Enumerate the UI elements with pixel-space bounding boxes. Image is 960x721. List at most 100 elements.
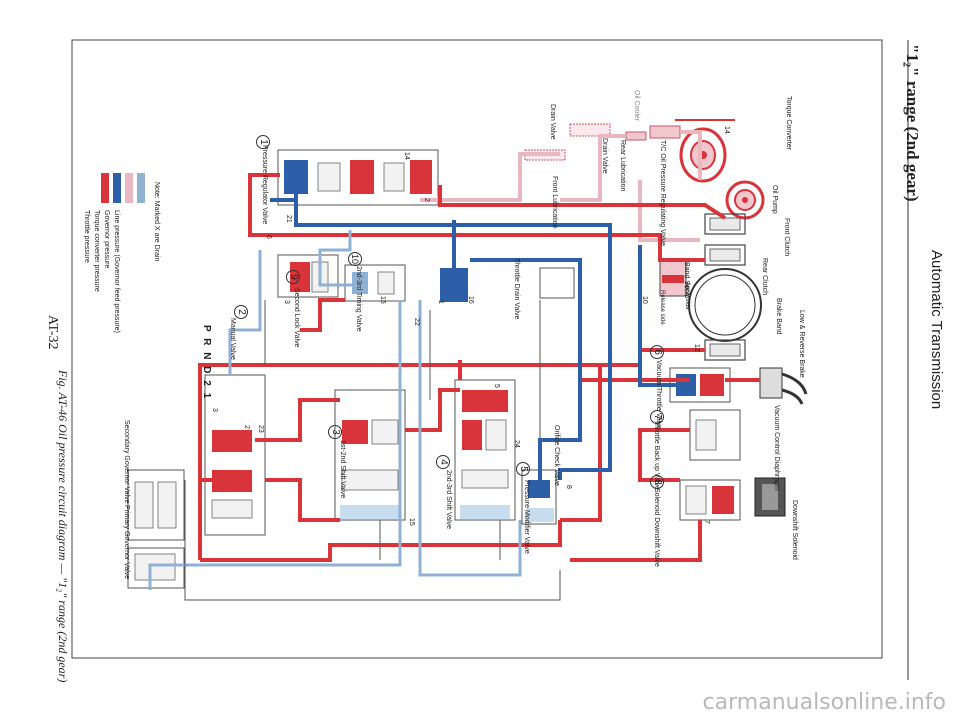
port-number: 15: [379, 296, 386, 304]
port-number: 16: [467, 296, 474, 304]
port-number: 22: [413, 318, 420, 326]
legend-swatch-line-pressure: [101, 173, 109, 203]
label-solenoid-downshift-valve: Solenoid Downshift Valve: [653, 488, 660, 567]
low-reverse-brake: [704, 339, 746, 361]
label-vacuum-control-diaphragm: Vacuum Control Diaphragm: [773, 405, 780, 491]
label-drain-valve-2: Drain Valve: [549, 104, 556, 140]
label-orifice-check-valve: Orifice Check Valve: [553, 425, 560, 486]
second-lock-valve: [277, 254, 339, 298]
port-number: 15: [408, 518, 415, 526]
valve-number-9: 9: [286, 270, 300, 284]
port-number: 1: [437, 300, 444, 304]
valve-number-6: 6: [650, 345, 664, 359]
solenoid-downshift-valve: [679, 479, 741, 521]
port-number: 14: [723, 126, 730, 134]
tc-regulating-valve: [625, 125, 681, 141]
valve-number-7: 7: [650, 410, 664, 424]
label-rear-clutch: Rear Clutch: [761, 258, 768, 295]
valve-number-8: 8: [650, 475, 664, 489]
legend-swatch-torque-converter: [125, 173, 133, 203]
label-shift-valve-1st-2nd: 1st-2nd Shift Valve: [339, 440, 346, 499]
port-number: 6: [265, 235, 272, 239]
label-timing-valve-2nd-3rd: 2nd-3rd Timing Valve: [355, 266, 362, 332]
label-tc-regulating-valve: T/C Oil Pressure Regulating Valve: [659, 140, 666, 247]
label-pressure-regulator-valve: Pressure Regulator Valve: [261, 145, 268, 225]
legend-label-line-pressure: Line pressure (Governor feed pressure): [113, 210, 120, 333]
label-oil-pump: Oil Pump: [771, 185, 778, 214]
label-pressure-modifier-valve: Pressure Modifier Valve: [523, 480, 530, 554]
rear-clutch: [704, 244, 746, 266]
legend-label-torque-converter: Torque converter pressure: [93, 210, 100, 292]
label-low-reverse-brake: Low & Reverse Brake: [798, 310, 805, 378]
label-second-lock-valve: Second Lock Valve: [293, 288, 300, 348]
label-rear-lubrication: Rear Lubrication: [619, 140, 626, 192]
port-number: 10: [641, 296, 648, 304]
valve-number-5: 5: [516, 462, 530, 476]
legend-swatch-throttle-pressure: [137, 173, 145, 203]
secondary-governor-valve: [127, 469, 185, 541]
port-number: 7: [703, 520, 710, 524]
passage-lines: [184, 300, 561, 601]
downshift-solenoid: [754, 477, 786, 517]
label-shift-valve-2nd-3rd: 2nd-3rd Shift Valve: [445, 470, 452, 530]
page-number: AT-32: [45, 315, 60, 350]
label-oil-cooler: Oil Cooler: [633, 90, 640, 122]
port-number: 3: [211, 408, 218, 412]
figure-caption: Fig. AT-46 Oil pressure circuit diagram …: [56, 370, 70, 683]
throttle-drain-valve: [440, 267, 575, 302]
port-number: 8: [565, 485, 572, 489]
label-front-lubrication: Front Lubrication: [551, 176, 558, 229]
vacuum-control-diaphragm: [759, 367, 808, 405]
port-number: 5: [493, 384, 500, 388]
diagram-frame: [71, 39, 883, 659]
vacuum-throttle-valve: [669, 367, 731, 403]
port-number: 2: [423, 198, 430, 202]
torque-converter-pressure-lines: [420, 130, 702, 242]
port-number: 12: [693, 344, 700, 352]
label-torque-converter: Torque Converter: [785, 96, 792, 151]
throttle-back-up-valve: [689, 409, 741, 461]
label-brake-band: Brake Band: [775, 298, 782, 335]
label-selector-positions: P R N D 2 1: [201, 325, 212, 401]
label-apply-side: Apply side: [684, 282, 690, 310]
legend-label-throttle-pressure: Throttle pressure: [83, 210, 90, 263]
label-throttle-drain-valve: Throttle Drain Valve: [513, 258, 520, 320]
valve-number-3: 3: [328, 425, 342, 439]
section-title: Automatic Transmission: [928, 250, 945, 410]
legend-label-governor-pressure: Governor pressure: [103, 210, 110, 269]
timing-valve-2nd-3rd: [344, 264, 406, 302]
valve-number-4: 4: [436, 455, 450, 469]
legend-note: Note: Marked X are Drain: [153, 182, 160, 262]
legend-swatch-governor-pressure: [113, 173, 121, 203]
primary-governor-valve: [127, 547, 185, 589]
shift-valve-2nd-3rd: [454, 379, 516, 521]
band-servo: [659, 259, 687, 297]
label-front-clutch: Front Clutch: [783, 218, 790, 257]
legend: [101, 173, 145, 203]
port-number: 23: [257, 425, 264, 433]
valve-number-10: 10: [348, 252, 362, 266]
port-number: 21: [285, 215, 292, 223]
port-number: 14: [403, 152, 410, 160]
throttle-pressure-lines: [148, 230, 522, 590]
label-primary-governor: Primary Governor Valve: [123, 505, 130, 580]
label-release-side: Release side: [659, 290, 665, 325]
watermark: carmanualsonline.info: [702, 690, 946, 715]
valve-number-2: 2: [234, 305, 248, 319]
brake-band: [688, 268, 762, 342]
oil-pump: [725, 180, 765, 220]
label-downshift-solenoid: Downshift Solenoid: [791, 500, 798, 560]
torque-converter: [675, 119, 735, 183]
front-clutch: [704, 213, 746, 235]
port-number: 3: [283, 300, 290, 304]
manual-valve: [204, 374, 266, 536]
pressure-regulator-valve: [277, 149, 439, 206]
shift-valve-1st-2nd: [334, 389, 406, 521]
header-title: "1₂" range (2nd gear): [903, 44, 922, 202]
label-manual-valve: Manual Valve: [229, 318, 236, 360]
governor-pressure-lines: [270, 190, 676, 485]
valve-number-1: 1: [256, 135, 270, 149]
port-number: 2: [243, 425, 250, 429]
label-secondary-governor: Secondary Governor Valve: [123, 420, 130, 504]
